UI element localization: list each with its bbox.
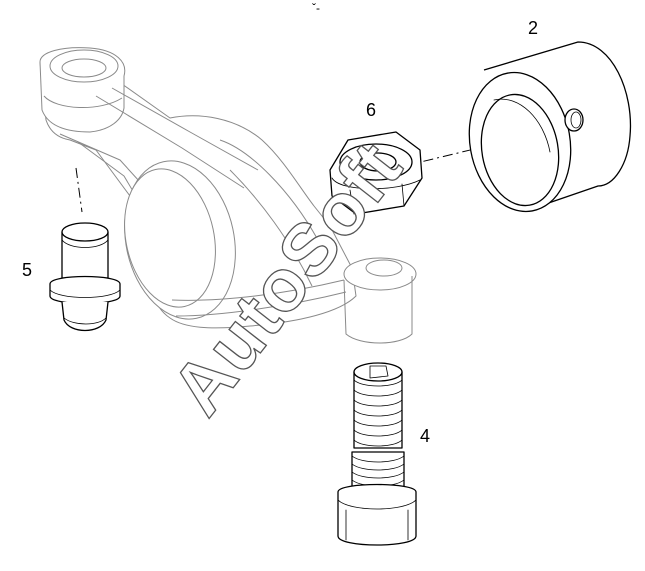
pin-part-5 — [49, 222, 121, 332]
bushing-part-2 — [468, 41, 632, 213]
callout-part-2: 2 — [528, 18, 538, 38]
callout-part-4: 4 — [420, 426, 430, 446]
rocker-arm — [39, 47, 417, 344]
top-mark: ˇ- — [312, 1, 320, 15]
axis-line-part-5 — [75, 167, 83, 213]
screw-part-4 — [337, 362, 417, 546]
hex-nut-part-6 — [329, 131, 423, 215]
callout-part-5: 5 — [22, 260, 32, 280]
callout-part-6: 6 — [366, 100, 376, 120]
